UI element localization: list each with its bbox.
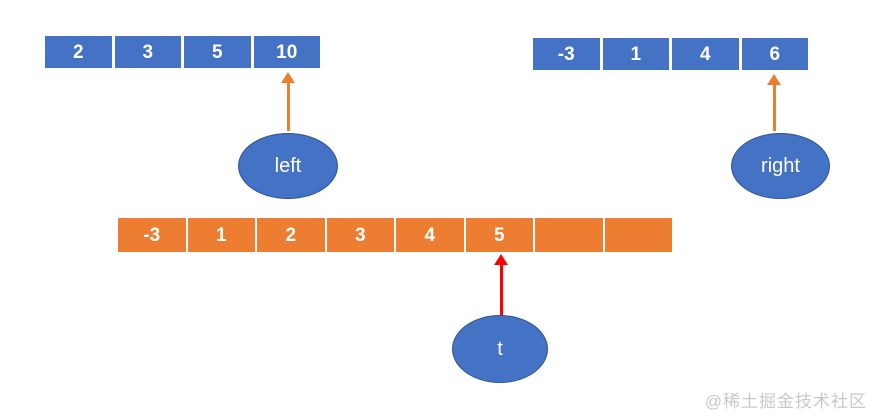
watermark-text: @稀土掘金技术社区 [704, 392, 867, 411]
array-cell: 2 [257, 218, 325, 252]
array-cell [535, 218, 603, 252]
arrow-shaft [772, 85, 776, 131]
arrow-head [767, 74, 781, 85]
arrow-head [281, 72, 295, 83]
left-pointer-arrow [280, 72, 296, 131]
array-cell [604, 218, 672, 252]
array-cell: 1 [602, 38, 669, 70]
array-cell: 5 [184, 36, 251, 68]
t-pointer-arrow [493, 254, 509, 315]
right-pointer-arrow [766, 74, 782, 131]
right-pointer-label: right [761, 154, 800, 177]
array-cell: 2 [45, 36, 112, 68]
array-cell: 4 [396, 218, 464, 252]
array-cell: 4 [672, 38, 739, 70]
arrow-shaft [286, 83, 290, 131]
array-cell: 3 [114, 36, 181, 68]
array-cell: 10 [253, 36, 320, 68]
t-pointer-label: t [497, 337, 503, 360]
arrow-head [494, 254, 508, 265]
arrow-shaft [499, 265, 503, 315]
array-cell: -3 [533, 38, 600, 70]
array-cell: -3 [118, 218, 186, 252]
t-pointer-ellipse: t [452, 315, 548, 383]
left-pointer-label: left [274, 154, 302, 177]
array-cell: 5 [465, 218, 533, 252]
array-cell: 1 [187, 218, 255, 252]
array-cell: 6 [741, 38, 808, 70]
array-cell: 3 [326, 218, 394, 252]
right-pointer-ellipse: right [731, 133, 830, 199]
left-pointer-ellipse: left [238, 133, 338, 199]
